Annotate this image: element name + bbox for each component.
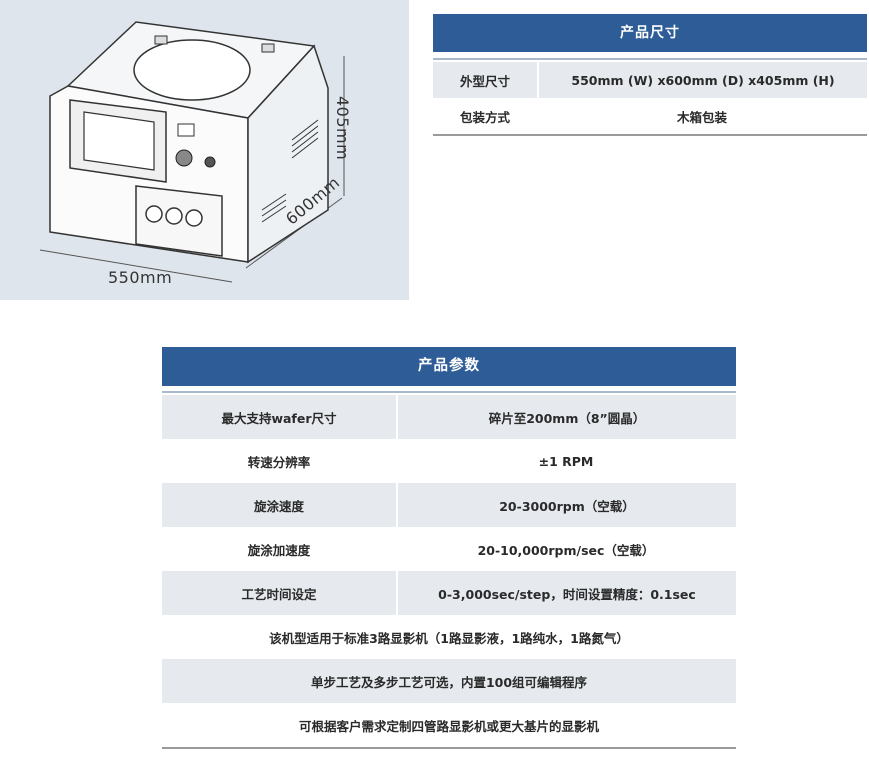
table-row: 外型尺寸 550mm (W) x600mm (D) x405mm (H) <box>433 62 867 98</box>
header-divider <box>162 391 736 393</box>
table-row: 旋涂加速度 20-10,000rpm/sec（空载） <box>162 527 736 571</box>
row-label: 工艺时间设定 <box>162 571 398 615</box>
note-text: 该机型适用于标准3路显影机（1路显影液，1路纯水，1路氮气） <box>269 630 629 646</box>
product-image: 550mm 600mm 405mm <box>0 0 409 300</box>
table-row: 最大支持wafer尺寸 碎片至200mm（8”圆晶） <box>162 395 736 439</box>
row-value: 20-10,000rpm/sec（空载） <box>477 542 655 558</box>
header-divider <box>433 58 867 60</box>
table-row: 包装方式 木箱包装 <box>433 98 867 134</box>
table-note-row: 可根据客户需求定制四管路显影机或更大基片的显影机 <box>162 703 736 747</box>
row-label: 外型尺寸 <box>433 62 539 98</box>
table-bottom-rule <box>433 134 867 136</box>
row-label: 旋涂速度 <box>162 483 398 527</box>
table-note-row: 该机型适用于标准3路显影机（1路显影液，1路纯水，1路氮气） <box>162 615 736 659</box>
row-value: 木箱包装 <box>676 109 727 125</box>
table-bottom-rule <box>162 747 736 749</box>
table-note-row: 单步工艺及多步工艺可选，内置100组可编辑程序 <box>162 659 736 703</box>
note-text: 可根据客户需求定制四管路显影机或更大基片的显影机 <box>298 718 599 734</box>
table-row: 转速分辨率 ±1 RPM <box>162 439 736 483</box>
row-label: 最大支持wafer尺寸 <box>162 395 398 439</box>
row-label: 旋涂加速度 <box>247 542 311 558</box>
note-text: 单步工艺及多步工艺可选，内置100组可编辑程序 <box>310 674 588 690</box>
row-value: ±1 RPM <box>538 453 594 469</box>
row-value: 0-3,000sec/step，时间设置精度：0.1sec <box>438 586 696 602</box>
width-dimension: 550mm <box>108 268 173 287</box>
product-size-table: 产品尺寸 外型尺寸 550mm (W) x600mm (D) x405mm (H… <box>433 14 867 136</box>
height-dimension: 405mm <box>333 96 352 161</box>
table-row: 旋涂速度 20-3000rpm（空载） <box>162 483 736 527</box>
row-label: 转速分辨率 <box>247 454 311 470</box>
product-parameter-table: 产品参数 最大支持wafer尺寸 碎片至200mm（8”圆晶） 转速分辨率 ±1… <box>162 347 736 749</box>
row-value: 550mm (W) x600mm (D) x405mm (H) <box>571 72 835 88</box>
row-value: 20-3000rpm（空载） <box>499 498 635 514</box>
developer-machine-illustration <box>39 21 345 283</box>
row-label: 包装方式 <box>459 109 510 125</box>
table-row: 工艺时间设定 0-3,000sec/step，时间设置精度：0.1sec <box>162 571 736 615</box>
param-table-title: 产品参数 <box>162 347 736 386</box>
row-value: 碎片至200mm（8”圆晶） <box>488 410 646 426</box>
size-table-title: 产品尺寸 <box>433 14 867 52</box>
